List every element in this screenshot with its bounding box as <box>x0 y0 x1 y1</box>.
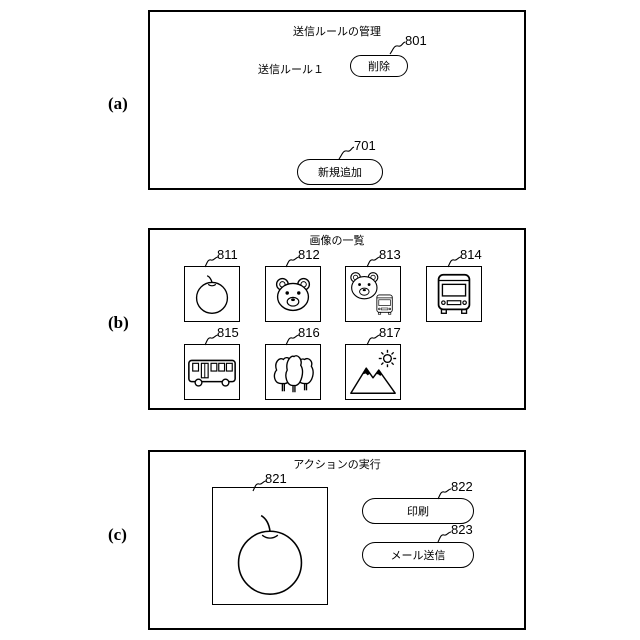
send-rule-label: 送信ルール１ <box>258 61 324 77</box>
ref-822: 822 <box>451 479 473 494</box>
ref-821: 821 <box>265 471 287 486</box>
ref-816: 816 <box>298 325 320 340</box>
image-thumb-bus-front[interactable] <box>426 266 482 322</box>
ref-817: 817 <box>379 325 401 340</box>
ref-823: 823 <box>451 522 473 537</box>
action-execution-panel: アクションの実行 印刷 メール送信 <box>148 450 526 630</box>
ref-811: 811 <box>217 247 238 262</box>
image-thumb-bear-and-bus[interactable] <box>345 266 401 322</box>
send-rule-management-panel: 送信ルールの管理 送信ルール１ 削除 新規追加 <box>148 10 526 190</box>
ref-813: 813 <box>379 247 401 262</box>
bus-front-icon <box>427 267 481 321</box>
bear-and-bus-icon <box>346 267 400 321</box>
send-mail-button[interactable]: メール送信 <box>362 542 474 568</box>
bus-side-icon <box>185 345 239 399</box>
figure-label-c: (c) <box>108 525 127 545</box>
panel-title: アクションの実行 <box>150 456 524 472</box>
bear-icon <box>266 267 320 321</box>
ref-812: 812 <box>298 247 320 262</box>
ref-801: 801 <box>405 33 427 48</box>
figure-label-b: (b) <box>108 313 129 333</box>
ref-815: 815 <box>217 325 239 340</box>
image-thumb-trees[interactable] <box>265 344 321 400</box>
print-button[interactable]: 印刷 <box>362 498 474 524</box>
ref-814: 814 <box>460 247 482 262</box>
apple-icon <box>185 267 239 321</box>
add-new-button[interactable]: 新規追加 <box>297 159 383 185</box>
selected-image-preview <box>212 487 328 605</box>
figure-label-a: (a) <box>108 94 128 114</box>
trees-icon <box>266 345 320 399</box>
apple-icon <box>213 488 327 604</box>
ref-701: 701 <box>354 138 376 153</box>
image-thumb-bear[interactable] <box>265 266 321 322</box>
image-thumb-bus-side[interactable] <box>184 344 240 400</box>
mountains-sun-icon <box>346 345 400 399</box>
image-thumb-mountains[interactable] <box>345 344 401 400</box>
delete-button[interactable]: 削除 <box>350 55 408 77</box>
image-thumb-apple[interactable] <box>184 266 240 322</box>
panel-title: 画像の一覧 <box>150 232 524 248</box>
panel-title: 送信ルールの管理 <box>150 23 524 39</box>
